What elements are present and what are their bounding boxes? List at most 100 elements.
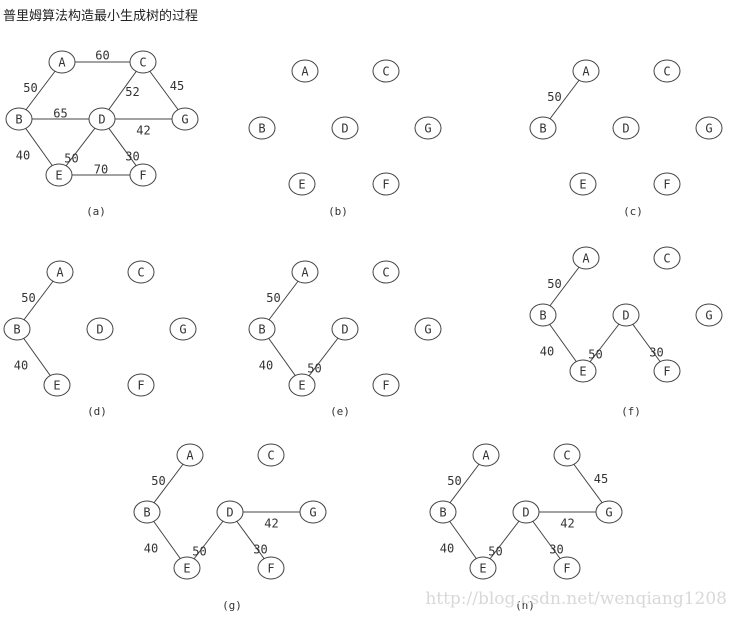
node-b-label: B (439, 506, 446, 520)
node-g-label: G (605, 506, 612, 520)
node-b-label: B (258, 122, 265, 136)
node-c-circle (257, 443, 285, 467)
node-a-label: A (58, 56, 66, 70)
node-d-label: D (96, 323, 103, 337)
node-a-label: A (301, 266, 309, 280)
watermark-text: http://blog.csdn.net/wenqiang1208 (425, 589, 727, 609)
node-f-circle (129, 163, 157, 187)
edge-weight-c-d: 52 (125, 85, 139, 99)
node-e-label: E (579, 365, 586, 379)
edge-weight-b-e: 40 (144, 542, 158, 556)
node-b-label: B (143, 506, 150, 520)
edge-weight-b-e: 40 (14, 359, 28, 373)
node-a-label: A (582, 65, 590, 79)
edge-weight-d-e: 50 (64, 152, 78, 166)
edge-weight-b-e: 40 (440, 542, 454, 556)
node-b-circle (248, 116, 276, 140)
node-g-circle (695, 303, 723, 327)
node-c-label: C (382, 65, 389, 79)
node-g-circle (414, 317, 442, 341)
node-e-circle (569, 359, 597, 383)
panel-caption: (d) (87, 405, 107, 418)
node-c-label: C (563, 449, 570, 463)
node-f-label: F (663, 178, 670, 192)
node-c-label: C (663, 65, 670, 79)
node-a-circle (291, 260, 319, 284)
node-c-circle (127, 260, 155, 284)
node-b-circle (248, 317, 276, 341)
node-f-label: F (382, 379, 389, 393)
node-d-label: D (226, 506, 233, 520)
node-a-label: A (301, 65, 309, 79)
panel-caption: (c) (623, 205, 643, 218)
node-e-circle (288, 373, 316, 397)
node-c-label: C (139, 56, 146, 70)
edge-weight-a-b: 50 (447, 474, 461, 488)
node-g-label: G (424, 122, 431, 136)
node-d-circle (86, 317, 114, 341)
edge-weight-b-e: 40 (259, 359, 273, 373)
node-d-circle (331, 317, 359, 341)
node-b-circle (5, 107, 33, 131)
node-f-circle (653, 172, 681, 196)
node-a-label: A (186, 449, 194, 463)
node-b-circle (429, 500, 457, 524)
node-a-label: A (482, 449, 490, 463)
node-a-circle (472, 443, 500, 467)
edge-weight-a-b: 50 (21, 291, 35, 305)
node-b-circle (3, 317, 31, 341)
node-e-circle (45, 163, 73, 187)
node-d-label: D (522, 506, 529, 520)
node-e-label: E (183, 562, 190, 576)
node-e-label: E (55, 169, 62, 183)
node-a-label: A (56, 266, 64, 280)
edge-weight-d-f: 30 (549, 543, 563, 557)
edge-weight-b-d: 65 (53, 107, 67, 121)
edge-weight-a-b: 50 (266, 291, 280, 305)
node-e-circle (569, 172, 597, 196)
panel-caption: (a) (86, 205, 106, 218)
node-c-circle (129, 50, 157, 74)
node-d-label: D (622, 122, 629, 136)
node-g-label: G (181, 113, 188, 127)
edge-weight-a-b: 50 (547, 90, 561, 104)
node-g-circle (171, 107, 199, 131)
node-a-circle (176, 443, 204, 467)
node-c-circle (653, 59, 681, 83)
node-c-circle (653, 246, 681, 270)
edge-weight-d-g: 42 (560, 517, 574, 531)
node-g-circle (299, 500, 327, 524)
edge-weight-b-e: 40 (540, 345, 554, 359)
edge-weight-a-b: 50 (151, 474, 165, 488)
node-g-label: G (179, 323, 186, 337)
node-f-circle (653, 359, 681, 383)
node-e-label: E (298, 379, 305, 393)
panel-caption: (f) (621, 405, 641, 418)
node-d-circle (612, 303, 640, 327)
node-e-label: E (579, 178, 586, 192)
node-e-circle (43, 373, 71, 397)
edge-weight-d-e: 50 (488, 545, 502, 559)
edge-weight-c-g: 45 (594, 472, 608, 486)
node-f-label: F (137, 379, 144, 393)
node-g-label: G (705, 122, 712, 136)
node-a-label: A (582, 252, 590, 266)
node-f-label: F (563, 562, 570, 576)
node-a-circle (48, 50, 76, 74)
node-g-circle (414, 116, 442, 140)
node-a-circle (46, 260, 74, 284)
node-e-label: E (53, 379, 60, 393)
node-f-label: F (267, 562, 274, 576)
node-d-label: D (341, 122, 348, 136)
node-g-circle (595, 500, 623, 524)
node-e-circle (469, 556, 497, 580)
node-a-circle (572, 59, 600, 83)
node-e-circle (173, 556, 201, 580)
node-d-label: D (98, 113, 105, 127)
node-f-circle (127, 373, 155, 397)
node-f-circle (372, 172, 400, 196)
